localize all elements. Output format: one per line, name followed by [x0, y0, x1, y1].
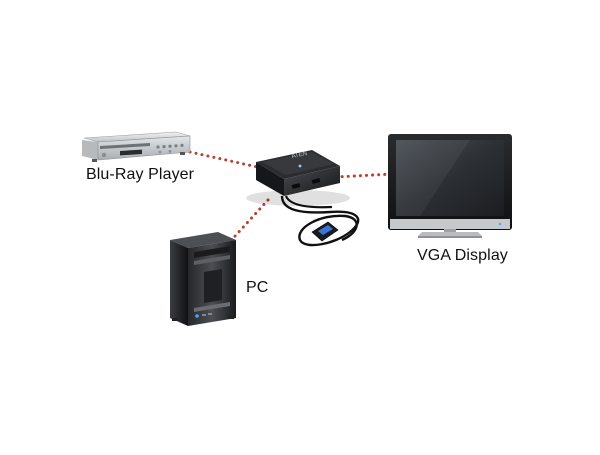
- pc-tower-icon: [170, 232, 236, 326]
- vga-monitor-icon: [388, 134, 512, 238]
- blu-ray-player-label: Blu-Ray Player: [86, 166, 195, 183]
- connection-lines: [188, 150, 394, 248]
- blu-ray-player-icon: [82, 131, 191, 162]
- switch-brand-label: ATEN: [291, 151, 307, 160]
- connection-switch-display: [334, 172, 394, 179]
- remote-cable: [280, 195, 360, 247]
- connection-switch-pc: [224, 198, 270, 248]
- kvm-switch-icon: ATEN: [246, 150, 350, 206]
- connection-bluray-switch: [188, 150, 264, 170]
- remote-port-icon: [311, 221, 339, 242]
- vga-display-label: VGA Display: [417, 247, 508, 264]
- pc-label: PC: [246, 279, 269, 296]
